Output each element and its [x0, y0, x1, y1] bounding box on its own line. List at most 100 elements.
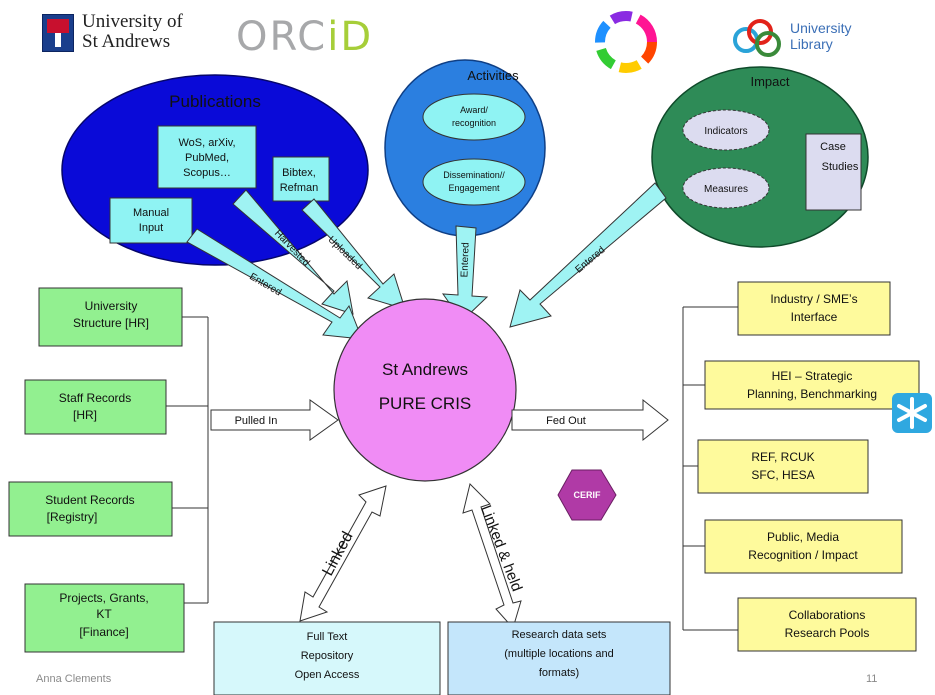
entered-activities-label: Entered	[459, 242, 471, 277]
harvested-arrow	[232, 189, 354, 315]
university-logo: University of St Andrews	[42, 10, 212, 60]
left-box-line: Projects, Grants,	[59, 591, 148, 605]
svg-text:Award/recognition: Award/recognition	[452, 105, 496, 128]
linked-held-arrow: Linked & held	[462, 483, 525, 630]
cerif-badge: CERIF	[557, 469, 617, 521]
svg-text:Projects, Grants,KT[Finance]: Projects, Grants,KT[Finance]	[59, 591, 148, 639]
case-studies-box	[805, 133, 862, 211]
svg-text:Student Records[Registry]: Student Records [Registry]	[45, 493, 134, 524]
orcid-text: ORC	[236, 14, 328, 60]
right-box-hei	[704, 360, 920, 410]
center-line-2: PURE CRIS	[379, 394, 472, 413]
impact-item-indicators	[682, 109, 770, 151]
pure-cris-circle	[333, 298, 517, 482]
right-box-public	[704, 519, 903, 574]
uploaded-arrow	[301, 198, 406, 310]
activity-engagement-line: Engagement	[448, 183, 500, 193]
source-manual-line: Input	[139, 222, 163, 234]
research-data-line: (multiple locations and	[504, 648, 613, 660]
pulled-in-label: Pulled In	[235, 415, 278, 427]
source-databases-line: PubMed,	[185, 152, 229, 164]
source-box-manual	[109, 197, 193, 244]
activity-award-line: Award/	[460, 105, 488, 115]
impact-item-measures	[682, 167, 770, 209]
source-box-bibtex	[272, 156, 330, 202]
full-text-line: Full Text	[307, 631, 348, 643]
impact-indicators-label: Indicators	[704, 126, 747, 137]
source-box-databases	[157, 125, 257, 189]
left-box-line: [HR]	[73, 408, 97, 422]
linked-arrow: Linked	[299, 485, 387, 622]
svg-text:Staff Records[HR]: Staff Records [HR]	[59, 391, 131, 422]
publications-group: Publications WoS, arXiv,PubMed,Scopus… B…	[61, 74, 369, 266]
right-box-line: HEI – Strategic	[772, 369, 853, 383]
linked-label: Linked	[319, 529, 356, 579]
entered-pub-arrow	[186, 228, 363, 340]
left-box-staff-records	[24, 379, 167, 435]
entered-impact-arrow	[509, 182, 667, 328]
source-bibtex-line: Refman	[280, 182, 319, 194]
right-box-ref	[697, 439, 869, 494]
full-text-line: Open Access	[295, 669, 360, 681]
svg-text:Bibtex,Refman: Bibtex, Refman	[280, 167, 319, 194]
fed-out-arrow: Fed Out	[511, 398, 669, 442]
right-box-line: Industry / SMEʼs	[770, 292, 857, 306]
university-library-logo: University Library	[730, 18, 880, 68]
cerif-hexagon	[557, 469, 617, 521]
left-connector-lines	[166, 316, 209, 604]
source-manual-line: Manual	[133, 207, 169, 219]
input-arrows	[186, 182, 667, 340]
research-data-box	[447, 621, 671, 695]
right-connector-lines	[682, 306, 738, 631]
research-data-line: Research data sets	[512, 629, 607, 641]
right-box-line: Research Pools	[785, 626, 870, 640]
footer-page-number: 11	[866, 673, 878, 685]
right-box-line: REF, RCUK	[751, 450, 814, 464]
entered-activities-arrow	[441, 225, 489, 322]
activities-group: Activities Award/recognition Disseminati…	[384, 59, 546, 237]
left-box-line: Structure [HR]	[73, 316, 149, 330]
footer-author: Anna Clements	[36, 673, 112, 685]
university-name: University of St Andrews	[82, 11, 183, 52]
source-bibtex-line: Bibtex,	[282, 167, 316, 179]
activities-title: Activities	[467, 68, 519, 83]
library-name: University Library	[790, 20, 852, 52]
left-box-student-records	[8, 481, 173, 537]
research-data-line: formats)	[539, 667, 579, 679]
activities-circle	[384, 59, 546, 237]
case-studies-line: Case	[820, 141, 846, 153]
activity-engagement-line: Dissemination//	[443, 170, 505, 180]
left-box-line: Staff Records	[59, 391, 131, 405]
right-box-line: SFC, HESA	[751, 468, 814, 482]
activity-item-award	[422, 93, 526, 141]
right-box-line: Interface	[791, 310, 838, 324]
library-rings-icon	[733, 19, 781, 57]
right-box-industry	[737, 281, 891, 336]
orcid-suffix: iD	[327, 14, 374, 60]
left-box-line: [Registry]	[47, 510, 98, 524]
center-line-1: St Andrews	[382, 360, 468, 379]
rainbow-ring-logo	[595, 11, 657, 73]
left-box-line: KT	[96, 607, 112, 621]
source-databases-line: WoS, arXiv,	[178, 137, 235, 149]
right-box-line: Planning, Benchmarking	[747, 387, 877, 401]
pure-cris-center: St Andrews PURE CRIS	[333, 298, 517, 482]
right-box-line: Recognition / Impact	[748, 548, 858, 562]
right-box-line: Collaborations	[789, 608, 866, 622]
full-text-line: Repository	[301, 650, 354, 662]
right-box-line: Public, Media	[767, 530, 839, 544]
left-box-university-structure	[38, 287, 183, 347]
left-box-line: Student Records	[45, 493, 134, 507]
fed-out-label: Fed Out	[546, 415, 586, 427]
impact-measures-label: Measures	[704, 184, 748, 195]
